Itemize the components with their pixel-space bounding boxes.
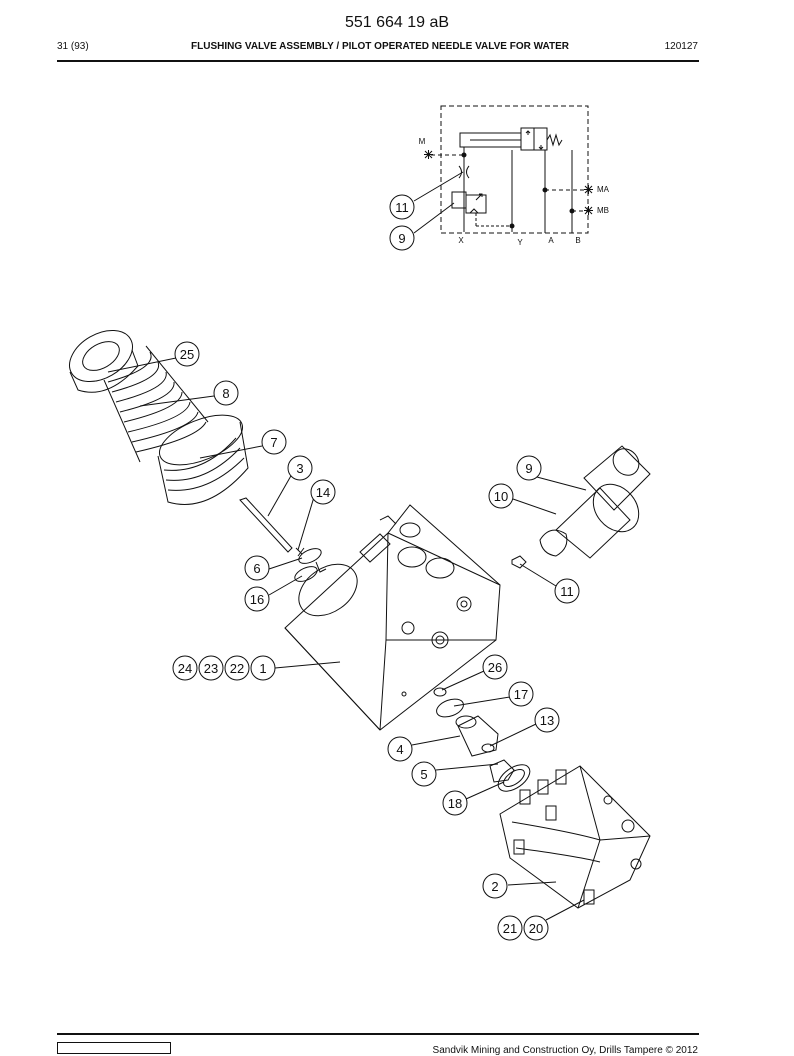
callout-18: 18 xyxy=(448,796,462,811)
callout-circle-25 xyxy=(174,341,200,367)
callout-circle-9 xyxy=(516,455,542,481)
part-9-solenoid xyxy=(539,445,651,559)
callout-circle-13 xyxy=(534,707,560,733)
part-2-housing xyxy=(499,765,651,909)
callout-schematic-9: 9 xyxy=(398,231,405,246)
callout-circle-3 xyxy=(287,455,313,481)
callout-8: 8 xyxy=(222,386,229,401)
callout-circle-schematic-11 xyxy=(389,194,415,220)
part-25-cap xyxy=(69,329,139,393)
callout-circle-schematic-9 xyxy=(389,225,415,251)
callout-circle-22 xyxy=(224,655,250,681)
revision-code: 120127 xyxy=(664,41,698,52)
callout-20: 20 xyxy=(529,921,543,936)
callout-circle-20 xyxy=(523,915,549,941)
port-label-mb: MB xyxy=(597,206,609,215)
callout-circle-5 xyxy=(411,761,437,787)
callout-circle-4 xyxy=(387,736,413,762)
footer-copyright: Sandvik Mining and Construction Oy, Dril… xyxy=(432,1045,698,1056)
port-label-x: X xyxy=(458,236,464,245)
test-point-ma-icon xyxy=(584,185,593,194)
callout-circle-17 xyxy=(508,681,534,707)
callout-23: 23 xyxy=(204,661,218,676)
header-rule xyxy=(57,60,699,62)
part-8-spring xyxy=(103,345,209,463)
callout-schematic-11: 11 xyxy=(395,200,409,215)
part-6-16-seals xyxy=(294,548,327,582)
callout-circle-23 xyxy=(198,655,224,681)
hydraulic-schematic xyxy=(413,105,593,234)
callout-circle-18 xyxy=(442,790,468,816)
callout-circle-26 xyxy=(482,654,508,680)
callout-6: 6 xyxy=(253,561,260,576)
callout-circle-10 xyxy=(488,483,514,509)
port-label-b: B xyxy=(575,236,580,245)
callout-21: 21 xyxy=(503,921,517,936)
callout-16: 16 xyxy=(250,592,264,607)
callout-25: 25 xyxy=(180,347,194,362)
callout-13: 13 xyxy=(540,713,554,728)
parts-small-stack xyxy=(433,687,531,792)
callout-circle-24 xyxy=(172,655,198,681)
callout-circle-1 xyxy=(250,655,276,681)
document-number: 551 664 19 aB xyxy=(344,14,450,31)
callout-circle-2 xyxy=(482,873,508,899)
callout-1: 1 xyxy=(259,661,266,676)
callout-circle-14 xyxy=(310,479,336,505)
part-1-valve-block xyxy=(284,504,501,731)
callout-circle-21 xyxy=(497,915,523,941)
callout-26: 26 xyxy=(488,660,502,675)
callout-2: 2 xyxy=(491,879,498,894)
port-label-y: Y xyxy=(517,238,523,247)
test-point-mb-icon xyxy=(584,206,593,215)
port-label-a: A xyxy=(548,236,554,245)
callout-14: 14 xyxy=(316,485,330,500)
callout-circle-7 xyxy=(261,429,287,455)
callout-circle-6 xyxy=(244,555,270,581)
part-3-pin xyxy=(239,497,305,557)
callout-10: 10 xyxy=(494,489,508,504)
callout-11: 11 xyxy=(560,584,574,599)
callout-circle-8 xyxy=(213,380,239,406)
test-point-m-icon xyxy=(424,150,433,159)
callout-22: 22 xyxy=(230,661,244,676)
page-title: FLUSHING VALVE ASSEMBLY / PILOT OPERATED… xyxy=(191,41,569,52)
callout-3: 3 xyxy=(296,461,303,476)
callout-24: 24 xyxy=(178,661,192,676)
callout-circles xyxy=(172,194,580,941)
callout-circle-16 xyxy=(244,586,270,612)
page-reference: 31 (93) xyxy=(57,41,89,52)
brand-logo xyxy=(57,1042,171,1054)
callout-circle-11 xyxy=(554,578,580,604)
part-11-plug xyxy=(511,555,527,569)
callout-9: 9 xyxy=(525,461,532,476)
port-label-ma: MA xyxy=(597,185,610,194)
port-label-m: M xyxy=(419,137,426,146)
callout-4: 4 xyxy=(396,742,403,757)
part-7-sleeve xyxy=(157,414,249,505)
callout-5: 5 xyxy=(420,767,427,782)
leader-lines xyxy=(107,357,587,921)
callout-17: 17 xyxy=(514,687,528,702)
callout-7: 7 xyxy=(270,435,277,450)
footer-rule xyxy=(57,1033,699,1035)
